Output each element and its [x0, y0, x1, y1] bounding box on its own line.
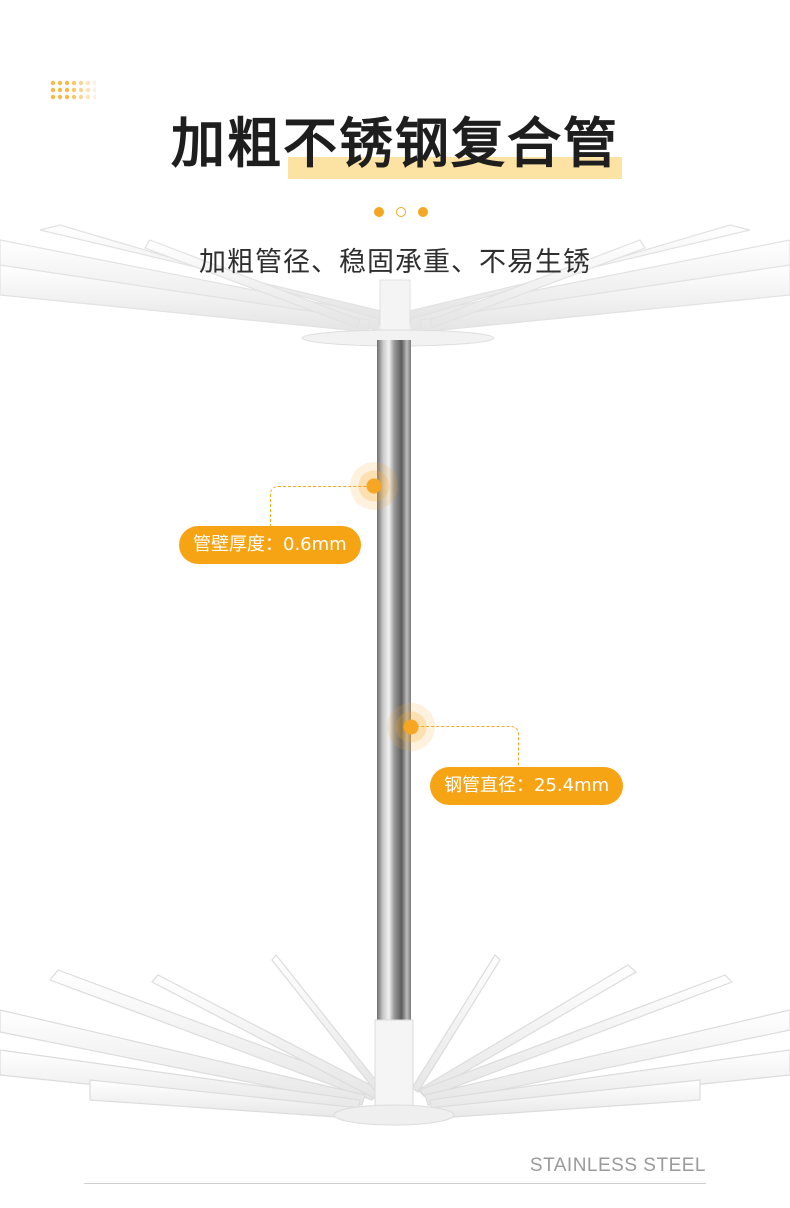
- wall-thickness-badge: 管壁厚度：0.6mm: [179, 526, 361, 564]
- callout-leader-line: [270, 486, 375, 526]
- steel-pipe-image: [377, 340, 411, 1030]
- footer-divider: [84, 1183, 706, 1184]
- title-highlight-bar: [288, 157, 622, 179]
- page-subtitle: 加粗管径、稳固承重、不易生锈: [199, 247, 591, 278]
- page-title: 加粗不锈钢复合管: [171, 112, 619, 175]
- carousel-dot-active: [396, 207, 406, 217]
- callout-leader-line: [411, 726, 519, 766]
- dot-grid-icon: [50, 80, 96, 100]
- rack-bottom-image: [0, 954, 790, 1126]
- carousel-dot: [418, 207, 428, 217]
- pipe-diameter-badge: 钢管直径：25.4mm: [430, 767, 624, 805]
- footer-brand-text: STAINLESS STEEL: [529, 1155, 706, 1176]
- carousel-dot: [374, 207, 384, 217]
- rack-top-image: [0, 224, 790, 347]
- title-wrap: 加粗不锈钢复合管: [0, 108, 790, 180]
- carousel-dots: [372, 206, 432, 218]
